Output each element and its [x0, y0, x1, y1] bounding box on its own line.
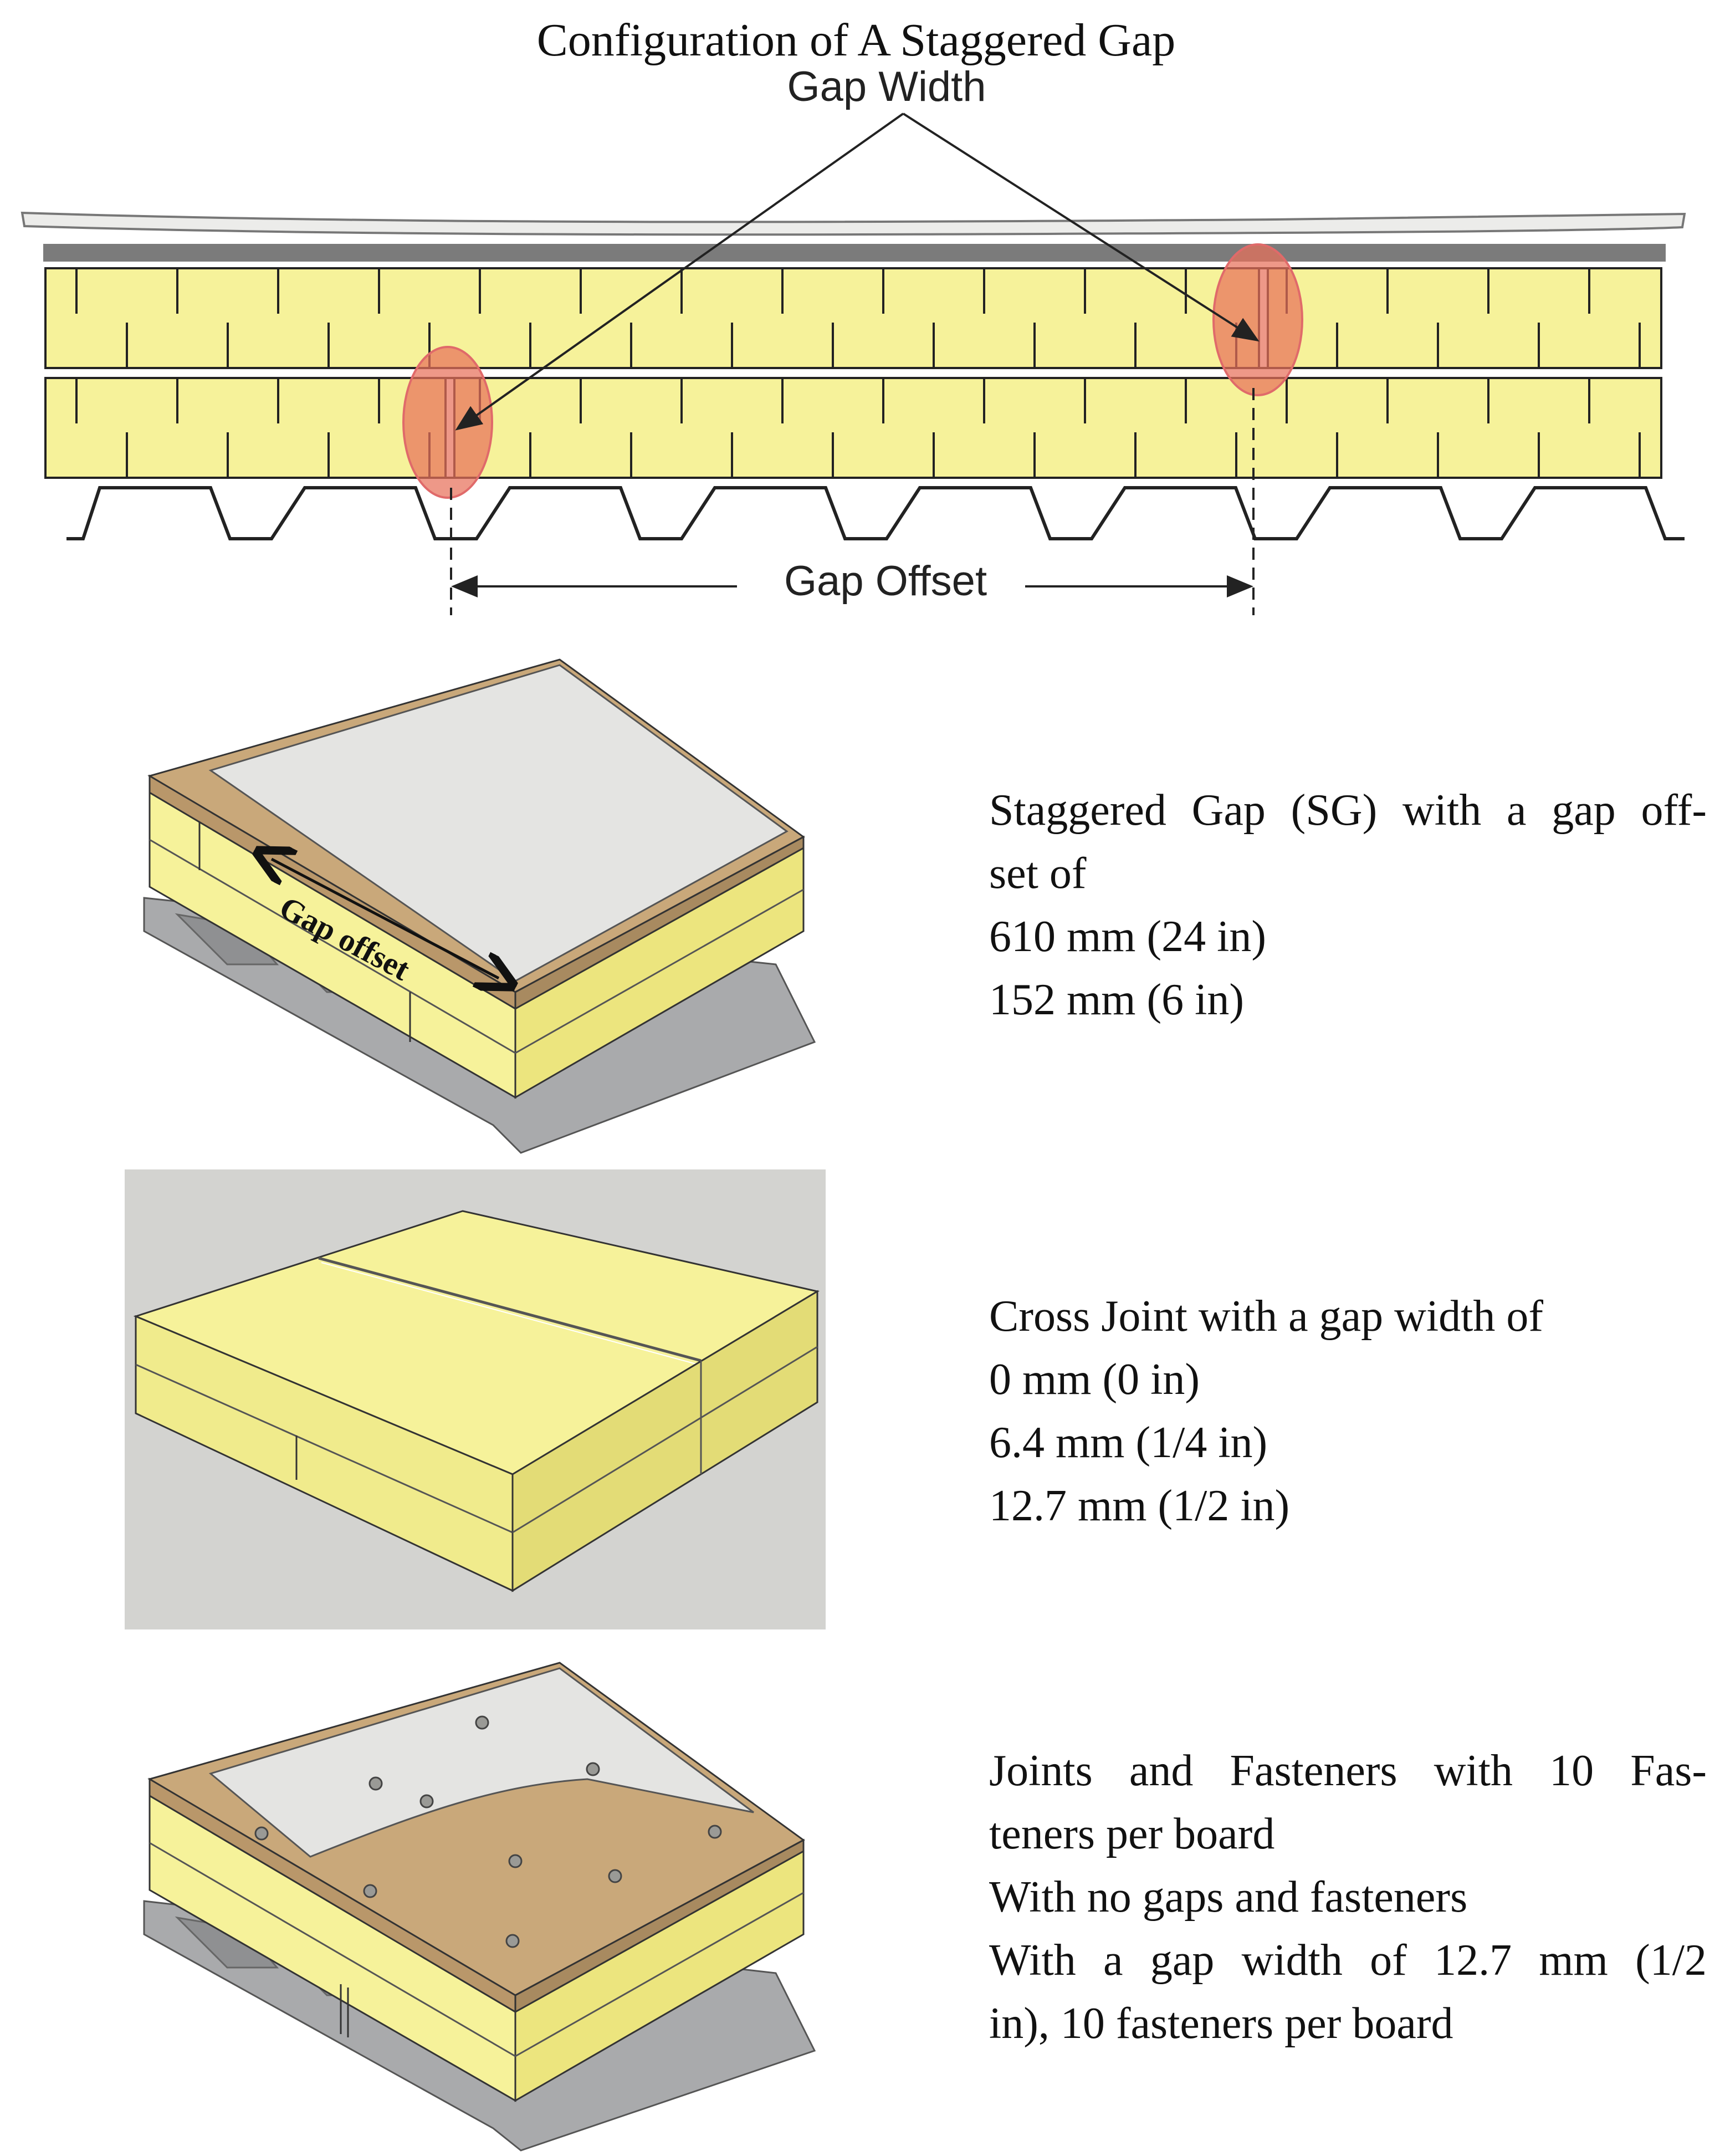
gap-offset-label: Gap Offset: [784, 558, 987, 605]
membrane-peeled: [208, 1667, 754, 1858]
fastener: [508, 1854, 523, 1868]
fastener: [586, 1762, 600, 1776]
description-line: 0 mm (0 in): [989, 1355, 1200, 1404]
diagram-title: Configuration of A Staggered Gap: [537, 14, 1175, 66]
description-line: Staggered Gap (SG) with a gap off-: [989, 786, 1707, 835]
fastener: [505, 1934, 520, 1948]
fastener: [363, 1884, 377, 1898]
cross-joint-description: Cross Joint with a gap width of 0 mm (0 …: [989, 1285, 1707, 1537]
steel-deck-profile: [66, 486, 1685, 540]
lower-insulation-layer: [44, 377, 1662, 479]
fastener: [419, 1794, 434, 1808]
fastener: [368, 1776, 383, 1791]
description-line: Joints and Fasteners with 10 Fas-: [989, 1746, 1707, 1795]
fastener: [708, 1825, 722, 1839]
description-line: With a gap width of 12.7 mm (1/2: [989, 1936, 1707, 1985]
fastener: [608, 1869, 622, 1883]
gap-width-arrow-right: [902, 113, 1260, 342]
fastener: [475, 1715, 489, 1730]
description-line: in), 10 fasteners per board: [989, 1999, 1453, 2048]
description-line: 610 mm (24 in): [989, 912, 1266, 961]
fasteners: [254, 1715, 722, 1948]
description-line: 6.4 mm (1/4 in): [989, 1418, 1268, 1467]
gap-width-label: Gap Width: [787, 63, 986, 110]
gap-width-arrow-left: [455, 113, 904, 431]
panel-gap-offset-arrow: [272, 859, 499, 978]
description-line: 12.7 mm (1/2 in): [989, 1481, 1290, 1530]
description-line: With no gaps and fasteners: [989, 1873, 1468, 1922]
fastener: [254, 1826, 269, 1841]
description-line: set of: [989, 849, 1087, 898]
joints-fasteners-description: Joints and Fasteners with 10 Fas- teners…: [989, 1739, 1707, 2055]
staggered-gap-illustration: Gap offset: [143, 658, 816, 1154]
cross-joint-seam: [318, 1256, 702, 1362]
description-line: 152 mm (6 in): [989, 975, 1244, 1024]
description-line: Cross Joint with a gap width of: [989, 1292, 1543, 1341]
staggered-gap-cross-section: Configuration of A Staggered Gap Gap Wid…: [21, 14, 1686, 615]
cross-joint-illustration: [125, 1169, 826, 1629]
staggered-gap-description: Staggered Gap (SG) with a gap off- set o…: [989, 779, 1707, 1031]
lower-gap-highlight: [402, 346, 493, 499]
upper-insulation-layer: [44, 267, 1662, 369]
cover-board-strip: [43, 244, 1666, 262]
roof-membrane: [21, 211, 1686, 236]
joints-fasteners-illustration: [143, 1662, 816, 2152]
description-line: teners per board: [989, 1810, 1275, 1858]
